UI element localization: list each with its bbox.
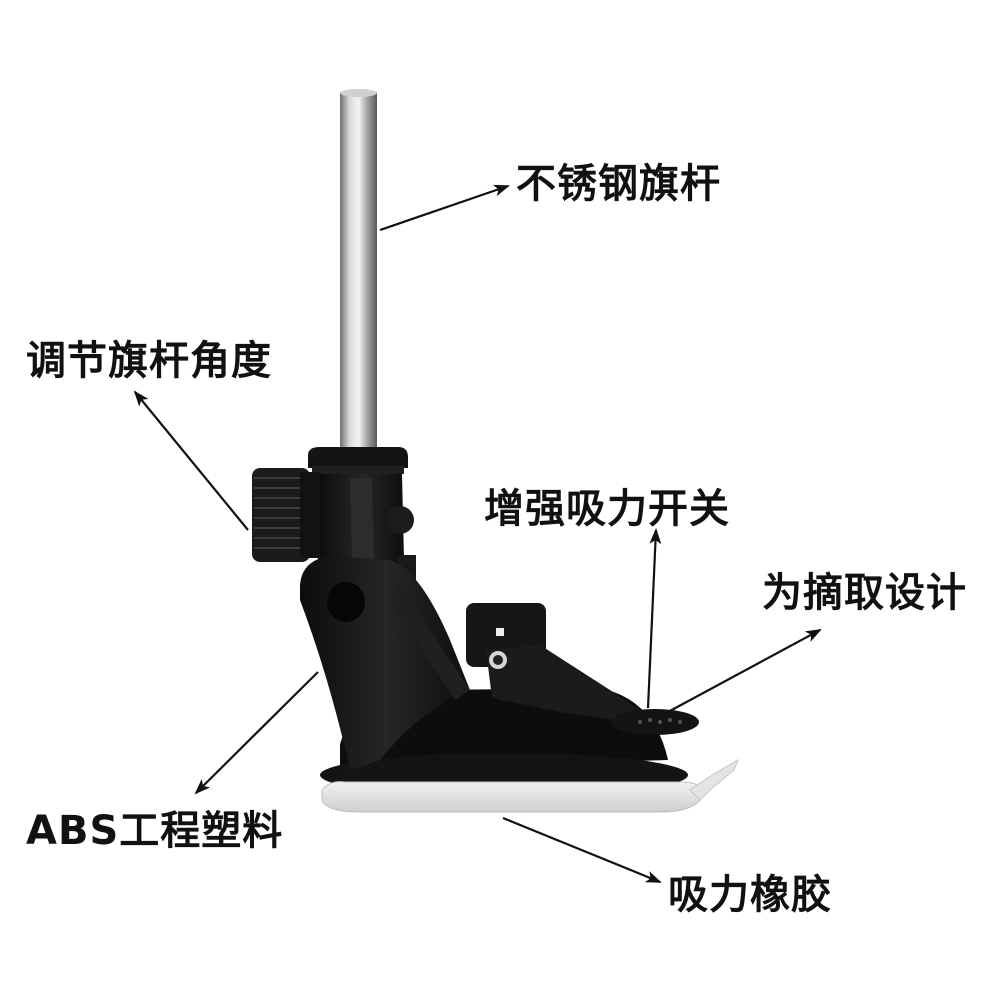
label-abs-plastic: ABS工程塑料 [26, 808, 284, 854]
label-suction-switch: 增强吸力开关 [484, 486, 730, 532]
label-adjust-angle: 调节旗杆角度 [26, 338, 272, 384]
stainless-steel-pole [340, 89, 377, 460]
arrow-rubber [502, 816, 662, 884]
arrow-angle [133, 390, 249, 531]
suction-lever [466, 603, 699, 735]
rubber-suction-pad [321, 758, 740, 813]
pole-collar [308, 447, 408, 474]
arrow-abs [194, 671, 319, 795]
arrow-design [667, 629, 822, 713]
arrow-switch [646, 528, 662, 709]
label-stainless-pole: 不锈钢旗杆 [516, 161, 721, 207]
abs-plastic-body [300, 556, 470, 770]
label-removal-design: 为摘取设计 [762, 570, 967, 616]
arrow-pole [379, 184, 510, 232]
annotation-arrows [133, 184, 822, 884]
angle-adjust-knob [252, 468, 320, 562]
label-suction-rubber: 吸力橡胶 [668, 872, 832, 918]
